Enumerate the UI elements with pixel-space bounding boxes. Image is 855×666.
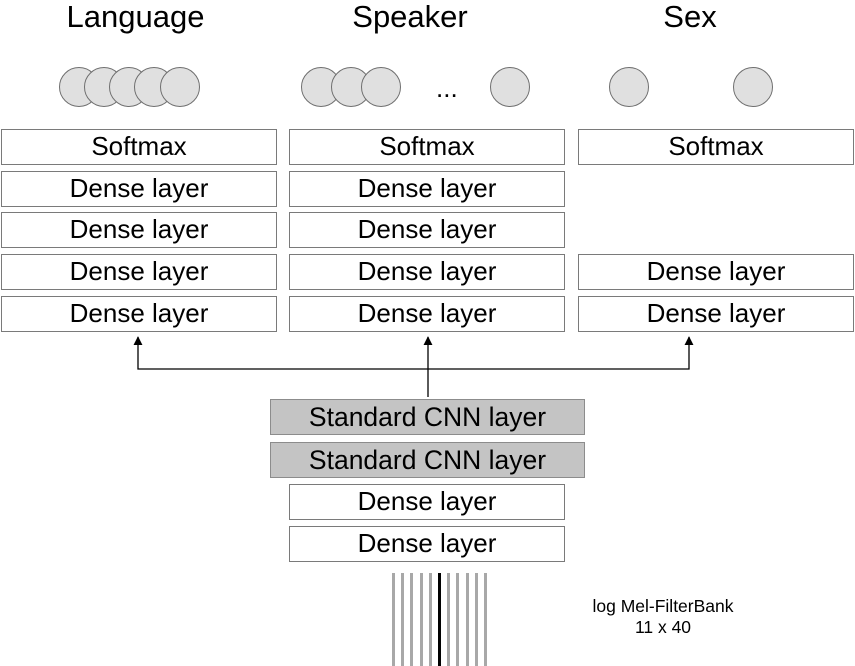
shared-cnn-layer-2: Standard CNN layer bbox=[270, 442, 585, 478]
filterbank-bar bbox=[465, 573, 469, 666]
speaker-ellipsis: ... bbox=[436, 73, 458, 103]
head-sex: Sex bbox=[663, 0, 717, 34]
shared-cnn-layer-1: Standard CNN layer bbox=[270, 399, 585, 435]
input-caption-line2: 11 x 40 bbox=[634, 617, 692, 637]
filterbank-bar bbox=[484, 573, 487, 666]
shared-dense-layer-1: Dense layer bbox=[289, 484, 565, 520]
filterbank-bar bbox=[401, 573, 405, 666]
language-dense-layer-2: Dense layer bbox=[1, 212, 277, 248]
branch-line-horizontal bbox=[133, 336, 694, 370]
sex-dense-layer-2: Dense layer bbox=[578, 296, 854, 332]
filterbank-bar bbox=[392, 573, 395, 666]
filterbank-bar bbox=[438, 573, 441, 666]
sex-softmax-layer: Softmax bbox=[578, 129, 854, 165]
language-softmax-layer: Softmax bbox=[1, 129, 277, 165]
language-dense-layer-1: Dense layer bbox=[1, 171, 277, 207]
filterbank-bar bbox=[419, 573, 423, 666]
head-language: Language bbox=[66, 0, 205, 34]
language-dense-layer-4: Dense layer bbox=[1, 296, 277, 332]
output-node-speaker-3 bbox=[361, 67, 401, 107]
speaker-softmax-layer: Softmax bbox=[289, 129, 565, 165]
output-node-sex-1 bbox=[609, 67, 649, 107]
speaker-dense-layer-2: Dense layer bbox=[289, 212, 565, 248]
filterbank-bar bbox=[410, 573, 414, 666]
filterbank-bar bbox=[456, 573, 460, 666]
speaker-dense-layer-4: Dense layer bbox=[289, 296, 565, 332]
input-caption-line1: log Mel-FilterBank bbox=[592, 596, 734, 616]
input-caption: log Mel-FilterBank 11 x 40 bbox=[568, 596, 758, 638]
speaker-dense-layer-3: Dense layer bbox=[289, 254, 565, 290]
output-node-speaker-last bbox=[490, 67, 530, 107]
head-speaker: Speaker bbox=[352, 0, 468, 34]
speaker-dense-layer-1: Dense layer bbox=[289, 171, 565, 207]
language-dense-layer-3: Dense layer bbox=[1, 254, 277, 290]
filterbank-bar bbox=[428, 573, 432, 666]
filterbank-bar bbox=[447, 573, 451, 666]
shared-dense-layer-2: Dense layer bbox=[289, 526, 565, 562]
output-node-language-5 bbox=[160, 67, 200, 107]
output-node-sex-2 bbox=[733, 67, 773, 107]
sex-dense-layer-1: Dense layer bbox=[578, 254, 854, 290]
filterbank-bar bbox=[474, 573, 478, 666]
